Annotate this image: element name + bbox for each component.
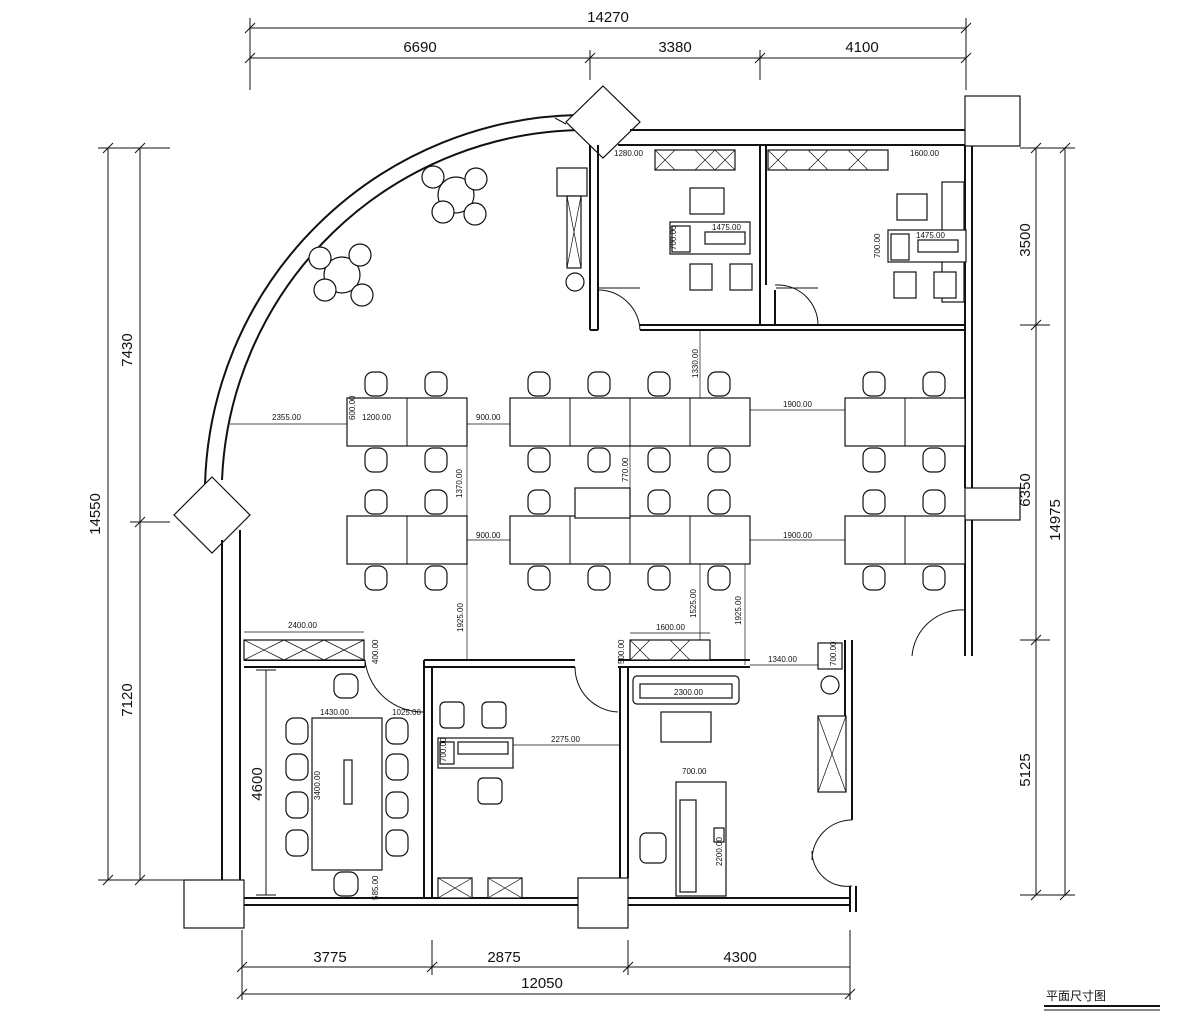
column-bottom-mid: [577, 877, 629, 929]
dim-900-row2: 900.00: [476, 531, 501, 540]
dim-1900-row1: 1900.00: [783, 400, 812, 409]
dim-2355: 2355.00: [272, 413, 301, 422]
dim-1025: 1025.00: [392, 708, 421, 717]
bottom-dimensions: 3775 2875 4300 12050: [236, 930, 856, 1000]
dim-2275: 2275.00: [551, 735, 580, 744]
office-room-1: 1280.00 1475.00 700.00: [556, 149, 753, 292]
meeting-depth-dim: 4600: [249, 767, 266, 800]
round-table-1: [421, 165, 488, 226]
dim-2400: 2400.00: [288, 621, 317, 630]
dim-700-office3: 700.00: [439, 737, 448, 762]
dim-office1-depth: 700.00: [669, 225, 678, 250]
top-dim-3: 4100: [845, 39, 878, 56]
dim-1370: 1370.00: [455, 469, 464, 498]
plan-caption: 平面尺寸图: [1046, 989, 1106, 1003]
dim-1200: 1200.00: [362, 413, 391, 422]
bottom-dim-2: 2875: [487, 949, 520, 966]
left-dimensions: 14550 7430 7120 4600: [87, 142, 276, 896]
coffee-table: [660, 711, 712, 743]
dim-585: 585.00: [371, 875, 380, 900]
lounge-furniture: [308, 165, 488, 307]
door-double-right: [811, 819, 853, 887]
left-total-dim: 14550: [87, 493, 104, 535]
dim-office2-depth: 700.00: [873, 233, 882, 258]
right-upper-dim: 3500: [1017, 223, 1034, 256]
left-lower-dim: 7120: [119, 683, 136, 716]
dim-500: 500.00: [617, 639, 626, 664]
right-lower-dim: 5125: [1017, 753, 1034, 786]
dim-600: 600.00: [348, 395, 357, 420]
column-top-right: [964, 95, 1021, 147]
column-mid-right: [964, 487, 1021, 521]
dim-office2-desk: 1475.00: [916, 231, 945, 240]
dim-1340: 1340.00: [768, 655, 797, 664]
dim-1330: 1330.00: [691, 349, 700, 378]
dim-office2-top: 1600.00: [910, 149, 939, 158]
dim-1925-left: 1925.00: [456, 603, 465, 632]
column-left-diamond: [173, 476, 251, 554]
dim-700-service: 700.00: [829, 641, 838, 666]
caption-block: 平面尺寸图: [1044, 989, 1160, 1011]
right-middle-dim: 6350: [1017, 473, 1034, 506]
right-total-dim: 14975: [1047, 499, 1064, 541]
dim-2300: 2300.00: [674, 688, 703, 697]
dim-1925-right: 1925.00: [734, 596, 743, 625]
dim-1430: 1430.00: [320, 708, 349, 717]
right-dimensions: 3500 6350 5125 14975: [1017, 142, 1075, 901]
service-area: 1340.00 700.00: [750, 641, 847, 793]
door-office-2: [775, 284, 819, 326]
meeting-room: 2400.00 400.00 1430.00 1025.00 3400.00 5…: [243, 621, 421, 900]
dim-2200: 2200.00: [715, 837, 724, 866]
dim-office1-desk: 1475.00: [712, 223, 741, 232]
dim-400: 400.00: [371, 639, 380, 664]
office-room-2: 1600.00 1475.00 700.00: [767, 149, 967, 303]
dim-900-row1: 900.00: [476, 413, 501, 422]
door-right: [911, 609, 966, 657]
workstations: 1330.00 2355.00 1200.00 600.00 900.00 19…: [230, 330, 966, 665]
bottom-dim-1: 3775: [313, 949, 346, 966]
column-bottom-left: [183, 879, 245, 929]
top-total-dim: 14270: [587, 9, 629, 26]
dim-700-manager: 700.00: [682, 767, 707, 776]
top-dimensions: 14270 6690 3380 4100: [244, 9, 972, 90]
bottom-dim-3: 4300: [723, 949, 756, 966]
door-meeting: [364, 659, 425, 713]
dim-1600-bottom: 1600.00: [656, 623, 685, 632]
left-upper-dim: 7430: [119, 333, 136, 366]
chairs: [364, 371, 946, 591]
door-office-3: [574, 666, 619, 713]
office-room-3: 700.00 2275.00: [437, 701, 620, 899]
walls: [173, 85, 1021, 929]
dim-3400: 3400.00: [313, 771, 322, 800]
top-dim-2: 3380: [658, 39, 691, 56]
dim-770: 770.00: [621, 457, 630, 482]
bottom-total-dim: 12050: [521, 975, 563, 992]
round-table-2: [308, 243, 374, 307]
column-top-diamond: [565, 85, 641, 159]
dim-1525: 1525.00: [689, 589, 698, 618]
office-room-4: 1600.00 500.00 2300.00 700.00 2200.00: [617, 623, 740, 897]
top-dim-1: 6690: [403, 39, 436, 56]
door-office-1: [597, 285, 641, 331]
dim-office1-top: 1280.00: [614, 149, 643, 158]
dim-1900-row2: 1900.00: [783, 531, 812, 540]
